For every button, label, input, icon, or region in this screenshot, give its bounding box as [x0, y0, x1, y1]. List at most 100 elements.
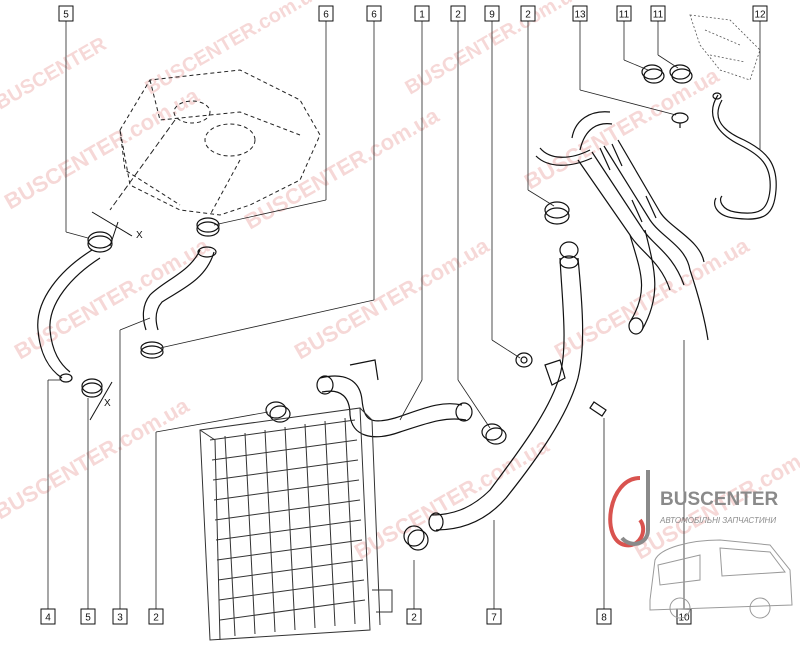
- callout-5: 5: [80, 608, 96, 625]
- callout-label: 12: [754, 10, 766, 21]
- callout-box: [148, 608, 164, 625]
- callout-label: 7: [491, 613, 497, 624]
- callout-box: [752, 5, 768, 22]
- callout-9: 9: [484, 5, 500, 22]
- callout-label: 6: [323, 10, 329, 21]
- callout-label: 1: [419, 10, 425, 21]
- clamp-2-upper-right: [481, 423, 507, 445]
- hose-3: [142, 246, 217, 331]
- watermark-domain: BUSCENTER.com.ua: [0, 392, 194, 524]
- bracket: [544, 359, 566, 386]
- radiator: [199, 407, 393, 641]
- bolt-8: [589, 401, 607, 417]
- callout-label: 10: [678, 613, 690, 624]
- clamp-11-left: [641, 64, 665, 84]
- van-illustration: [649, 539, 793, 619]
- callout-11: 11: [650, 5, 666, 22]
- logo-name: BUSCENTER: [660, 489, 779, 510]
- callout-13: 13: [572, 5, 588, 22]
- callout-box: [616, 5, 632, 22]
- callout-box: [112, 608, 128, 625]
- watermark-domain: BUSCENTER.com.ua: [550, 232, 754, 364]
- logo-tagline: АВТОМОБІЛЬНІ ЗАПЧАСТИНИ: [659, 516, 776, 525]
- callout-label: 4: [45, 613, 51, 624]
- callout-2: 2: [450, 5, 466, 22]
- callout-box: [572, 5, 588, 22]
- callout-2: 2: [520, 5, 536, 22]
- clamp-2-upper-left: [265, 401, 291, 423]
- callout-12: 12: [752, 5, 768, 22]
- callout-box: [366, 5, 382, 22]
- callout-4: 4: [40, 608, 56, 625]
- callout-box: [406, 608, 422, 625]
- callout-label: 3: [117, 613, 123, 624]
- hose-12: [711, 92, 777, 220]
- callout-7: 7: [486, 608, 502, 625]
- callout-6: 6: [318, 5, 334, 22]
- hose-7: [428, 241, 584, 532]
- callout-box: [318, 5, 334, 22]
- axis-mark-lower: X: [89, 381, 113, 421]
- leader-lines: [47, 18, 761, 612]
- callout-box: [596, 608, 612, 625]
- callout-label: 13: [574, 10, 586, 21]
- buscenter-logo: BUSCENTER АВТОМОБІЛЬНІ ЗАПЧАСТИНИ: [608, 470, 793, 619]
- watermark-domain: BUSCENTER.com.ua: [142, 0, 327, 99]
- callout-label: 2: [455, 10, 461, 21]
- callout-10: 10: [676, 608, 692, 625]
- callout-box: [486, 608, 502, 625]
- clamp-11-right: [669, 64, 693, 84]
- clamp-5-lower: [81, 378, 103, 398]
- axis-x-label: X: [104, 398, 111, 409]
- axis-mark-upper: X: [91, 211, 143, 247]
- clamp-5-upper: [87, 231, 113, 253]
- hose-4: [37, 249, 101, 383]
- callout-label: 5: [63, 10, 69, 21]
- callout-label: 2: [411, 613, 417, 624]
- watermark-domain: BUSCENTER.com.ua: [350, 432, 554, 564]
- watermark-domain: BUSCENTER.com.ua: [0, 82, 204, 214]
- callout-box: [650, 5, 666, 22]
- fitting-13: [671, 112, 689, 128]
- expansion-tank: [109, 69, 321, 216]
- clamp-2-top: [544, 201, 570, 225]
- callout-box: [58, 5, 74, 22]
- callout-label: 11: [653, 10, 664, 21]
- axis-x-label: X: [136, 230, 143, 241]
- clamp-6-lower: [140, 341, 164, 359]
- callout-2: 2: [406, 608, 422, 625]
- callout-5: 5: [58, 5, 74, 22]
- watermark-domain: BUSCENTER.com.ua: [240, 102, 444, 234]
- heater-pipes: [535, 111, 709, 341]
- logo-mark-gray: [620, 470, 650, 546]
- callout-label: 9: [489, 10, 495, 21]
- callout-2: 2: [148, 608, 164, 625]
- callout-3: 3: [112, 608, 128, 625]
- callout-8: 8: [596, 608, 612, 625]
- callout-box: [484, 5, 500, 22]
- grommet-9: [515, 352, 533, 368]
- callout-box: [450, 5, 466, 22]
- callout-label: 2: [525, 10, 531, 21]
- clamp-6-upper: [196, 217, 220, 237]
- logo-mark-red: [608, 476, 646, 548]
- callout-label: 2: [153, 613, 159, 624]
- clamp-2-lower: [403, 525, 429, 551]
- callout-box: [414, 5, 430, 22]
- callout-label: 11: [619, 10, 630, 21]
- engine-reference: [689, 14, 761, 81]
- callout-11: 11: [616, 5, 632, 22]
- callout-label: 5: [85, 613, 91, 624]
- watermark-domain: BUSCENTER.com.ua: [290, 232, 494, 364]
- callout-6: 6: [366, 5, 382, 22]
- callout-1: 1: [414, 5, 430, 22]
- callout-label: 8: [601, 613, 607, 624]
- callout-box: [80, 608, 96, 625]
- callout-box: [520, 5, 536, 22]
- hose-1: [316, 359, 473, 438]
- watermark-brand: BUSCENTER: [0, 33, 111, 115]
- callout-label: 6: [371, 10, 377, 21]
- callout-box: [40, 608, 56, 625]
